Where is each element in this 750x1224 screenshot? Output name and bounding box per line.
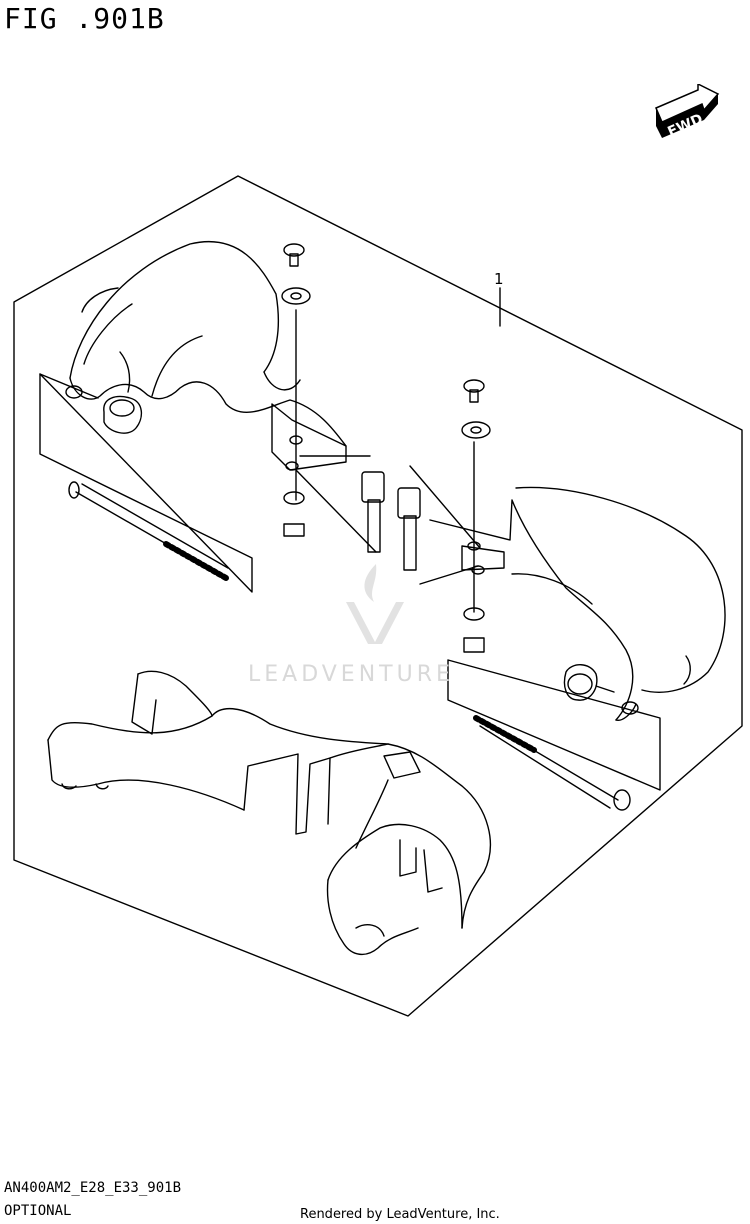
watermark-text: LEADVENTURE bbox=[248, 662, 454, 687]
kit-boundary bbox=[13, 175, 743, 1017]
callout-number: 1 bbox=[494, 270, 504, 288]
figure-title: FIG .901B bbox=[4, 2, 165, 35]
rendered-by-text: Rendered by LeadVenture, Inc. bbox=[300, 1207, 500, 1222]
right-bracket-panel bbox=[447, 659, 661, 791]
section-label: OPTIONAL bbox=[4, 1203, 72, 1219]
left-rubber-bumper bbox=[103, 395, 143, 434]
left-hand-guard bbox=[65, 241, 347, 471]
left-bracket-panel bbox=[39, 373, 253, 593]
left-fasteners bbox=[281, 243, 385, 553]
right-fasteners bbox=[397, 379, 491, 653]
diagram-code: AN400AM2_E28_E33_901B bbox=[4, 1180, 182, 1196]
right-rubber-bumper bbox=[563, 664, 598, 701]
fwd-arrow-icon: FWD bbox=[655, 84, 720, 140]
right-hand-guard bbox=[429, 486, 726, 721]
leadventure-logo-icon bbox=[346, 564, 404, 644]
handle-bracket bbox=[47, 670, 491, 955]
